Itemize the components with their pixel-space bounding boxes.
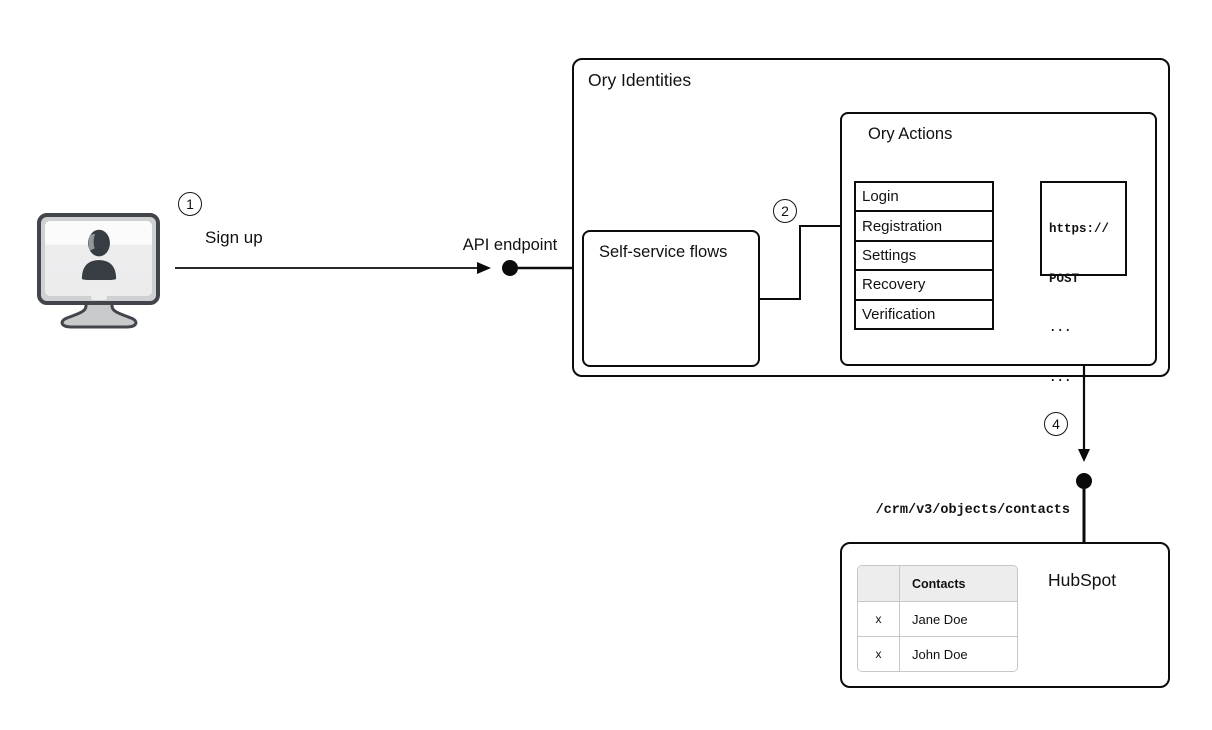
signup-arrowhead-icon xyxy=(477,262,491,274)
contacts-table-header-row: Contacts xyxy=(858,566,1017,602)
code-line-method: POST xyxy=(1049,271,1080,286)
self-service-flows-title: Self-service flows xyxy=(599,243,728,261)
user-silhouette-icon xyxy=(81,229,116,280)
step-1-badge: 1 xyxy=(178,192,202,216)
sign-up-label: Sign up xyxy=(205,228,263,247)
api-endpoint-label: API endpoint xyxy=(462,236,558,254)
step-4-badge: 4 xyxy=(1044,412,1068,436)
contact-row-name: John Doe xyxy=(912,646,968,662)
ory-actions-title: Ory Actions xyxy=(868,125,953,143)
flow-row-recovery: Recovery xyxy=(856,271,992,301)
monitor-frame xyxy=(37,213,160,305)
code-line-url: https:// xyxy=(1049,222,1110,236)
monitor-stand-icon xyxy=(60,295,137,329)
flow-row-login: Login xyxy=(856,183,992,213)
step-4-number: 4 xyxy=(1052,416,1060,432)
ory-identities-title: Ory Identities xyxy=(588,70,692,90)
contacts-table-row: x Jane Doe xyxy=(858,602,1017,637)
monitor-screen xyxy=(45,221,152,296)
hubspot-endpoint-node-icon xyxy=(1076,473,1092,489)
hubspot-arrowhead-icon xyxy=(1078,449,1090,462)
api-endpoint-node-icon xyxy=(502,260,518,276)
contact-row-marker: x xyxy=(858,602,900,636)
contacts-table: Contacts x Jane Doe x John Doe xyxy=(857,565,1018,672)
contact-row-marker: x xyxy=(858,637,900,671)
contacts-table-row: x John Doe xyxy=(858,637,1017,671)
code-line-dots-2: ... xyxy=(1049,370,1072,385)
step-1-number: 1 xyxy=(186,196,194,212)
flow-row-settings: Settings xyxy=(856,242,992,272)
contacts-header-empty-cell xyxy=(858,566,900,601)
hubspot-box: HubSpot Contacts x Jane Doe x John Doe xyxy=(840,542,1170,688)
flows-table: Login Registration Settings Recovery Ver… xyxy=(854,181,994,330)
monitor-button xyxy=(90,295,107,300)
contact-row-name: Jane Doe xyxy=(912,611,968,627)
step-2-number: 2 xyxy=(781,203,789,219)
webhook-code-box: https:// POST ... ... xyxy=(1040,181,1127,385)
step-2-badge: 2 xyxy=(773,199,797,223)
crm-path-label: /crm/v3/objects/contacts xyxy=(875,503,1070,518)
hubspot-title: HubSpot xyxy=(1048,570,1117,590)
self-service-flows-box: Self-service flows xyxy=(582,230,760,367)
code-line-dots-1: ... xyxy=(1049,321,1072,335)
flow-row-registration: Registration xyxy=(856,212,992,242)
ory-identities-box: Ory Identities xyxy=(572,58,1170,377)
contacts-header-label: Contacts xyxy=(912,576,966,591)
user-monitor-icon xyxy=(37,213,160,331)
flow-row-verification: Verification xyxy=(862,305,936,323)
